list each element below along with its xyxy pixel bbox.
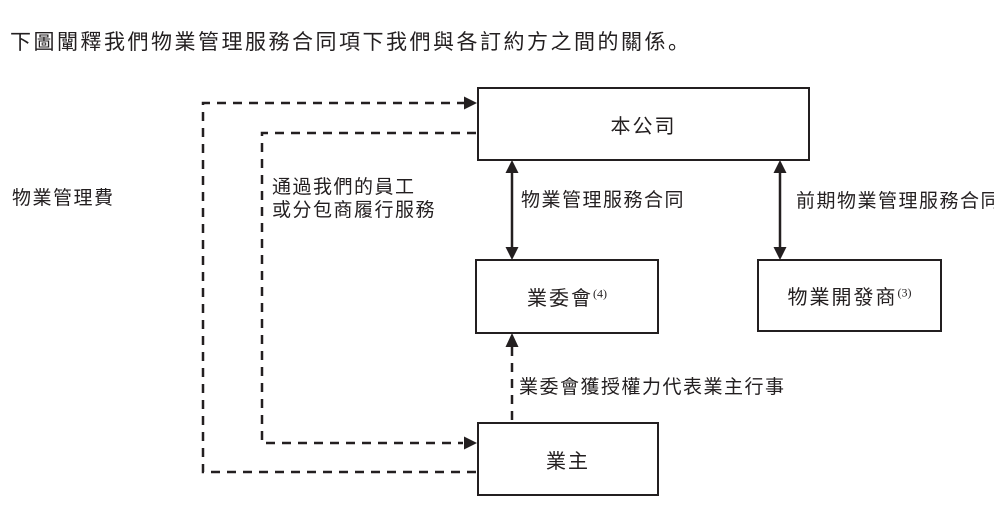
pm-contract-arrowhead-down xyxy=(505,247,519,260)
preliminary-pm-arrowhead-up xyxy=(773,160,787,173)
management-fee-dashed-path xyxy=(201,101,476,474)
node-property-developer: 物業開發商(3) xyxy=(757,259,942,332)
committee-authority-arrowhead-up xyxy=(505,333,519,347)
edge-label-management-fee: 物業管理費 xyxy=(12,188,115,209)
node-property-developer-text: 物業開發商 xyxy=(787,287,898,309)
edge-label-services: 通過我們的員工 或分包商履行服務 xyxy=(272,176,436,222)
node-owners-committee: 業委會(4) xyxy=(475,259,659,334)
node-property-developer-footnote: (3) xyxy=(897,285,912,300)
node-property-developer-label: 物業開發商(3) xyxy=(788,281,912,310)
edge-label-services-line1: 通過我們的員工 xyxy=(272,177,416,198)
edge-label-services-line2: 或分包商履行服務 xyxy=(272,200,437,221)
node-company-label: 本公司 xyxy=(610,115,677,138)
diagram-caption: 下圖闡釋我們物業管理服務合同項下我們與各訂約方之間的關係。 xyxy=(10,30,692,54)
node-owners-committee-footnote: (4) xyxy=(593,286,607,301)
pm-contract-arrowhead-up xyxy=(505,160,519,173)
node-owners-label: 業主 xyxy=(546,450,590,473)
preliminary-pm-arrowhead-down xyxy=(773,247,787,260)
services-arrowhead-right xyxy=(464,436,477,450)
services-dashed-path xyxy=(260,131,476,445)
node-owners-committee-label: 業委會(4) xyxy=(527,282,607,311)
node-owners-committee-text: 業委會 xyxy=(527,288,593,310)
edge-label-preliminary-pm-contract: 前期物業管理服務合同 xyxy=(796,191,994,212)
node-owners: 業主 xyxy=(477,422,659,496)
management-fee-arrowhead-right xyxy=(464,96,477,110)
node-company: 本公司 xyxy=(477,87,810,161)
edge-label-pm-contract: 物業管理服務合同 xyxy=(521,190,686,211)
edge-label-committee-authority: 業委會獲授權力代表業主行事 xyxy=(519,377,786,398)
